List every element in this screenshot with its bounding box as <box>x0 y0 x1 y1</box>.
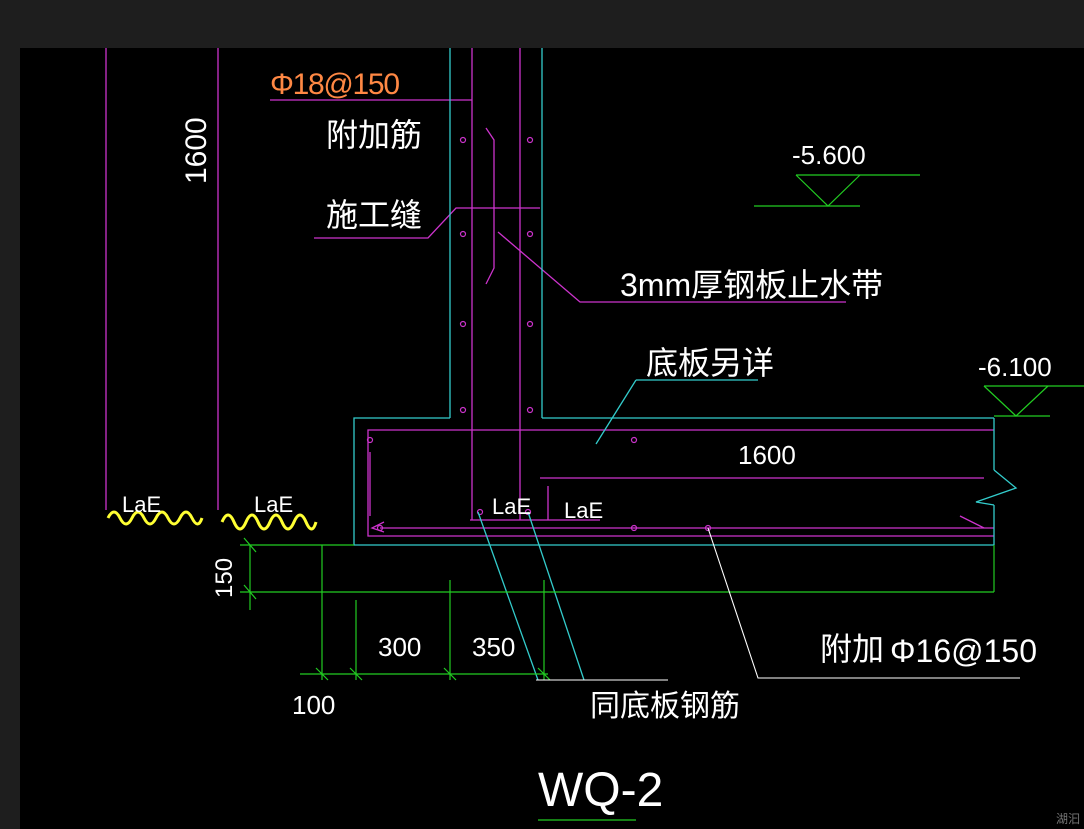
dim-150: 150 <box>211 558 238 598</box>
lae-label-3: LaE <box>492 494 531 519</box>
construction-joint-label: 施工缝 <box>326 197 422 233</box>
waterstop-label: 3mm厚钢板止水带 <box>620 267 883 303</box>
leader-lines <box>536 527 1020 681</box>
drawing-title: WQ-2 <box>538 764 663 817</box>
slab-detail-label: 底板另详 <box>646 345 774 381</box>
lae-label-2: LaE <box>254 492 293 517</box>
additional-bottom-rebar-label: Φ16@150 <box>890 633 1037 669</box>
top-toolbar-area <box>0 0 1084 48</box>
drawing-canvas[interactable] <box>20 48 1084 829</box>
dim-350: 350 <box>472 632 515 662</box>
additional-bottom-label: 附加 <box>820 631 884 667</box>
lae-label-1: LaE <box>122 492 161 517</box>
concrete-outline <box>353 48 1018 681</box>
same-as-slab-label: 同底板钢筋 <box>590 690 740 723</box>
dimension-lines <box>240 174 1084 821</box>
lae-label-4: LaE <box>564 498 603 523</box>
dim-1600-vertical: 1600 <box>180 117 213 184</box>
watermark: 湖汩 <box>1055 812 1080 826</box>
dim-1600-horizontal: 1600 <box>738 440 796 470</box>
break-lines <box>106 510 318 531</box>
left-wall-lines <box>105 48 994 537</box>
rebar-dots <box>366 136 712 532</box>
dim-100: 100 <box>292 690 335 720</box>
elevation-lower: -6.100 <box>978 352 1052 382</box>
dim-300: 300 <box>378 632 421 662</box>
elevation-upper: -5.600 <box>792 140 866 170</box>
additional-rebar-label: 附加筋 <box>326 117 422 153</box>
rebar-top-label: Φ18@150 <box>270 68 400 101</box>
